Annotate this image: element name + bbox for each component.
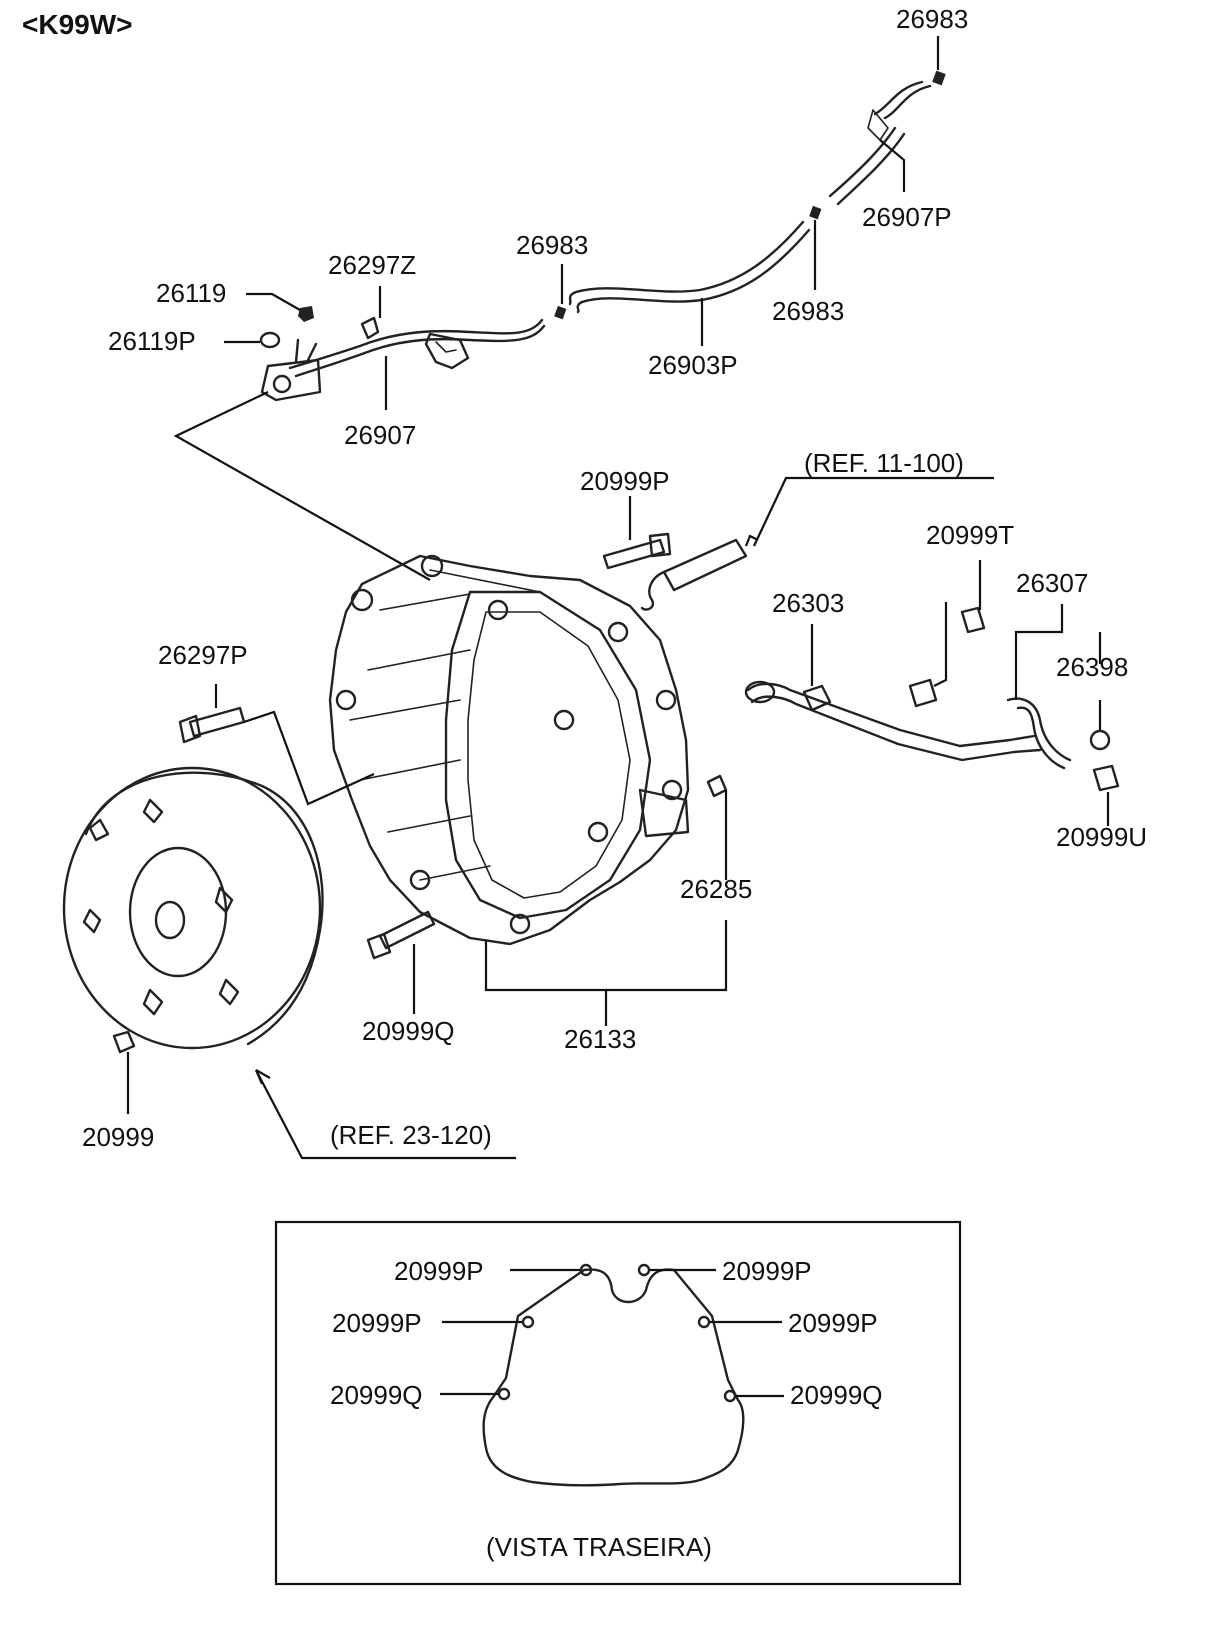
oring-26398 [1089, 729, 1111, 751]
clip-26983-top [932, 70, 946, 86]
label-26907P: 26907P [862, 202, 952, 232]
label-26983-mid: 26983 [772, 296, 844, 326]
pin-26285 [706, 774, 728, 798]
label-26983-top: 26983 [896, 4, 968, 34]
label-20999P-top: 20999P [580, 466, 670, 496]
rear-right-label-1: 20999P [722, 1256, 812, 1286]
leader-lines-upper [173, 36, 940, 581]
label-26907: 26907 [344, 420, 416, 450]
bolt-20999T [960, 606, 986, 634]
leader-lines-lower [126, 476, 1110, 1160]
label-ref-11-100: (REF. 11-100) [804, 448, 964, 478]
grommet-26119P [259, 331, 281, 349]
label-26297Z: 26297Z [328, 250, 416, 280]
rear-left-label-2: 20999P [332, 1308, 422, 1338]
rear-right-label-3: 20999Q [790, 1380, 883, 1410]
label-26285: 26285 [680, 874, 752, 904]
callout-labels: 26983 26907P 26983 26983 26903P 26297Z 2… [82, 4, 1147, 1152]
label-20999: 20999 [82, 1122, 154, 1152]
label-26398: 26398 [1056, 652, 1128, 682]
label-26303: 26303 [772, 588, 844, 618]
label-20999T: 20999T [926, 520, 1014, 550]
clip-26983-left [554, 305, 567, 320]
small-parts [112, 532, 1120, 1054]
label-20999U: 20999U [1056, 822, 1147, 852]
rear-view-caption: (VISTA TRASEIRA) [486, 1532, 712, 1562]
label-26133: 26133 [564, 1024, 636, 1054]
label-26119: 26119 [156, 278, 226, 308]
plug-20999 [112, 1030, 136, 1054]
label-ref-23-120: (REF. 23-120) [330, 1120, 492, 1150]
clip-26297Z [360, 316, 380, 340]
label-26307: 26307 [1016, 568, 1088, 598]
sensor-20999U [1092, 764, 1120, 792]
label-26297P: 26297P [158, 640, 248, 670]
model-code: <K99W> [22, 9, 133, 40]
clip-26119 [298, 306, 314, 322]
rear-left-label-1: 20999P [394, 1256, 484, 1286]
label-20999Q: 20999Q [362, 1016, 455, 1046]
clip-26983-mid [809, 205, 822, 220]
label-26903P: 26903P [648, 350, 738, 380]
rear-left-label-3: 20999Q [330, 1380, 423, 1410]
inset-frame [274, 1220, 962, 1586]
rear-view-outline [482, 1268, 745, 1487]
torque-converter [62, 766, 324, 1050]
bolt-20999P-top [602, 538, 666, 570]
rear-right-label-2: 20999P [788, 1308, 878, 1338]
label-26983-left: 26983 [516, 230, 588, 260]
bolt-20999Q [378, 910, 436, 950]
rear-view-inset: 20999P 20999P 20999Q 20999P 20999P 20999… [274, 1220, 962, 1586]
cable-assembly [259, 70, 946, 402]
transmission-case [328, 554, 690, 946]
label-26119P: 26119P [108, 326, 196, 356]
